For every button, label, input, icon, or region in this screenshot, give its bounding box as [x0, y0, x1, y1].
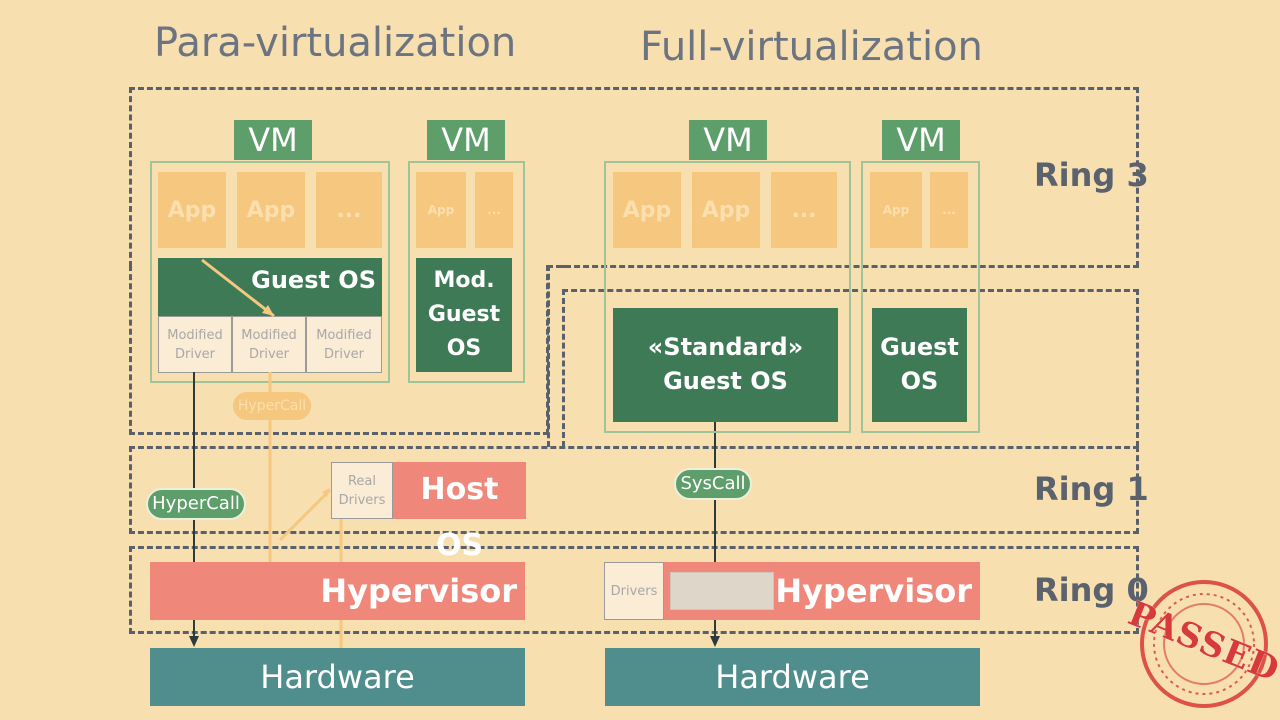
para-vm2-box	[408, 161, 525, 383]
ring3-step	[547, 265, 565, 447]
para-faded-pill: HyperCall	[233, 392, 311, 420]
para-vm1-app1: App	[158, 172, 226, 248]
para-vm1-app2: App	[237, 172, 305, 248]
full-vm1-app2: App	[692, 172, 760, 248]
para-vm2-mod-guest-os: Mod. Guest OS	[416, 258, 512, 372]
para-virtualization-title: Para-virtualization	[154, 20, 517, 66]
para-vm1-driver3: Modified Driver	[306, 316, 382, 373]
para-vm1-driver1: Modified Driver	[158, 316, 232, 373]
full-vm1-app-more: ...	[771, 172, 837, 248]
full-vm1-label: VM	[689, 120, 767, 160]
para-hypercall-arrowhead	[189, 636, 199, 647]
para-hardware-bar: Hardware	[150, 648, 525, 706]
para-hypervisor-bar: Hypervisor	[150, 562, 525, 620]
full-vm1-app1: App	[613, 172, 681, 248]
full-hypervisor-faded-block	[670, 572, 774, 610]
para-to-real-drivers-line	[278, 488, 332, 542]
para-vm2-label: VM	[427, 120, 505, 160]
ring3-boundary	[129, 87, 1139, 267]
full-syscall-arrowhead	[710, 636, 720, 647]
real-drivers-box: Real Drivers	[331, 462, 393, 519]
full-vm2-app1: App	[870, 172, 922, 248]
ring3-bottom-line	[547, 265, 1139, 268]
para-vm2-app-more: ...	[475, 172, 513, 248]
ring3-label: Ring 3	[1034, 156, 1149, 194]
host-os-box: Host OS	[393, 462, 526, 563]
full-virtualization-title: Full-virtualization	[640, 24, 983, 70]
para-to-real-drivers-arrowhead	[322, 488, 330, 497]
full-vm2-label: VM	[882, 120, 960, 160]
para-vm2-app1: App	[416, 172, 466, 248]
para-vm1-label: VM	[234, 120, 312, 160]
ring1-label: Ring 1	[1034, 470, 1149, 508]
full-vm1-standard-guest-os: «Standard» Guest OS	[613, 308, 838, 422]
para-vm1-guest-os: Guest OS	[158, 258, 382, 316]
para-vm1-app-more: ...	[316, 172, 382, 248]
para-vm1-driver2: Modified Driver	[232, 316, 306, 373]
ring1-boundary	[129, 446, 1139, 534]
ring0-label: Ring 0	[1034, 571, 1149, 609]
full-vm1-box	[604, 161, 851, 433]
passed-stamp: PASSED	[1123, 578, 1280, 710]
full-vm2-app-more: ...	[930, 172, 968, 248]
ring0-boundary	[129, 546, 1139, 634]
syscall-pill: SysCall	[674, 468, 752, 500]
full-vm2-guest-os: Guest OS	[872, 308, 967, 422]
full-hardware-bar: Hardware	[605, 648, 980, 706]
full-drivers-box: Drivers	[604, 562, 664, 620]
hypercall-pill: HyperCall	[146, 488, 246, 520]
guest-os-to-driver-arrow	[201, 258, 275, 318]
stamp-seal-icon	[1140, 580, 1268, 708]
full-vm2-box	[861, 161, 980, 433]
guest-os-to-driver-arrowhead	[262, 305, 274, 316]
